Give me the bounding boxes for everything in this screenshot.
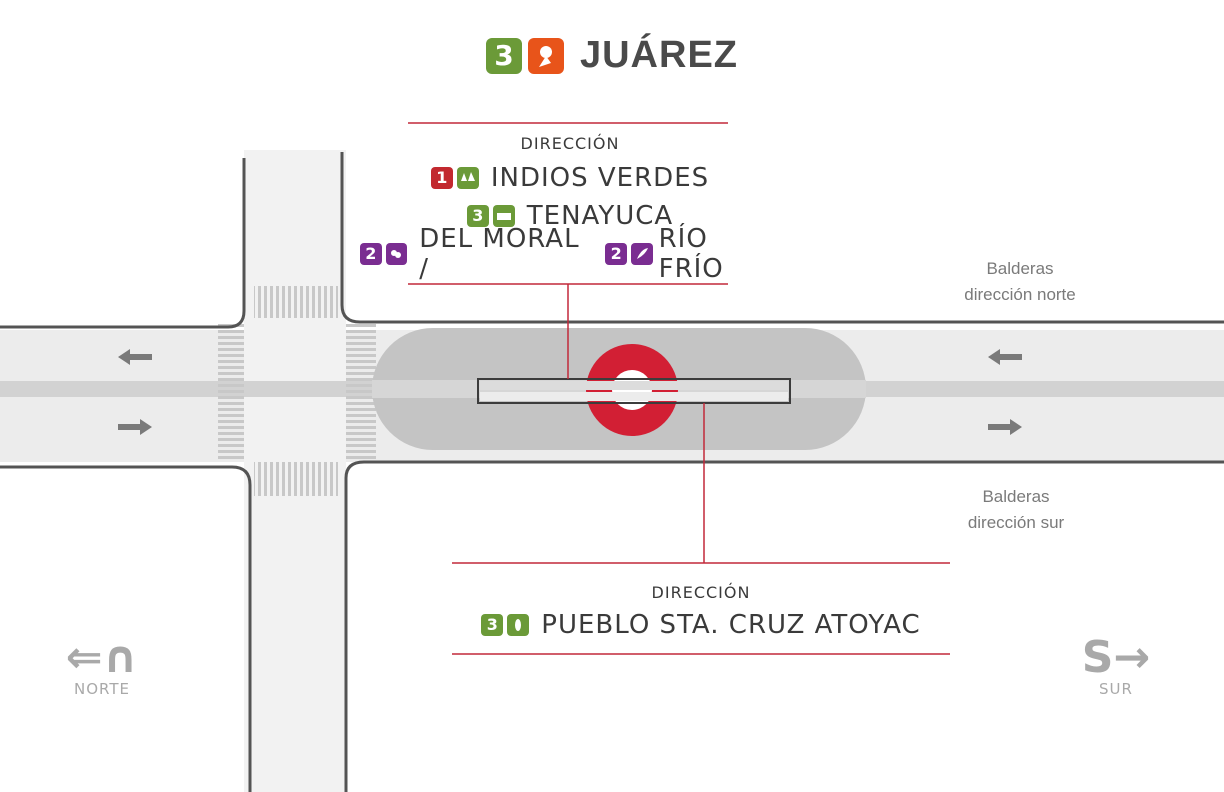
bus-icon [492,205,515,227]
south-direction-block: DIRECCIÓN 3 PUEBLO STA. CRUZ ATOYAC [452,583,950,644]
destination-name: RÍO FRÍO [658,224,724,284]
street-label-north: Balderas dirección norte [930,256,1110,308]
line-2-badge: 2 [605,243,627,265]
crosswalk-west [218,322,244,460]
south-arrow-icon: S→ [1081,632,1151,683]
crosswalk-south [254,462,338,496]
street-direction: dirección sur [967,513,1065,532]
lane-arrows [118,349,1022,435]
leaf-icon [385,243,408,265]
maize-icon [507,614,530,636]
line-3-badge: 3 [485,37,522,74]
destination-del-moral-rio-frio: 2 DEL MORAL / 2 RÍO FRÍO [359,224,780,284]
north-label: NORTE [74,680,130,698]
trees-icon [456,167,479,189]
line-2-badge: 2 [359,243,382,265]
north-direction-block: DIRECCIÓN 1 INDIOS VERDES 3 TENAYUCA 2 D… [359,134,780,284]
direction-label: DIRECCIÓN [651,583,751,602]
station-name: JUÁREZ [579,34,739,76]
station-logo-icon [527,37,564,74]
boarding-platform [477,378,791,404]
north-arrow-icon: ⇐∩ [65,632,139,683]
crosswalk-north [254,286,338,318]
compass-north: ⇐∩ NORTE [62,632,142,699]
road-edges [0,152,1224,792]
destination-name: TENAYUCA [526,201,674,231]
street-name: Balderas [982,487,1050,506]
direction-label: DIRECCIÓN [520,134,620,153]
destination-pueblo-sta-cruz-atoyac: 3 PUEBLO STA. CRUZ ATOYAC [452,606,950,644]
street-direction: dirección norte [964,285,1076,304]
destination-tenayuca: 3 TENAYUCA [360,197,780,235]
destination-indios-verdes: 1 INDIOS VERDES [360,159,780,197]
boarding-lane-south [480,392,788,401]
crosswalk-east [346,322,376,460]
destination-name: DEL MORAL / [419,224,580,284]
line-1-badge: 1 [430,167,453,189]
compass-south: S→ SUR [1076,632,1156,699]
destination-name: PUEBLO STA. CRUZ ATOYAC [541,610,921,640]
guide-lines [408,122,950,655]
street-label-south: Balderas dirección sur [926,484,1106,536]
boarding-lane-north [480,381,788,390]
line-3-badge: 3 [466,205,489,227]
south-label: SUR [1099,680,1133,698]
feather-icon [631,243,653,265]
street-name: Balderas [986,259,1054,278]
line-3-badge: 3 [481,614,504,636]
destination-name: INDIOS VERDES [490,163,710,193]
station-title: 3 JUÁREZ [0,34,1224,84]
